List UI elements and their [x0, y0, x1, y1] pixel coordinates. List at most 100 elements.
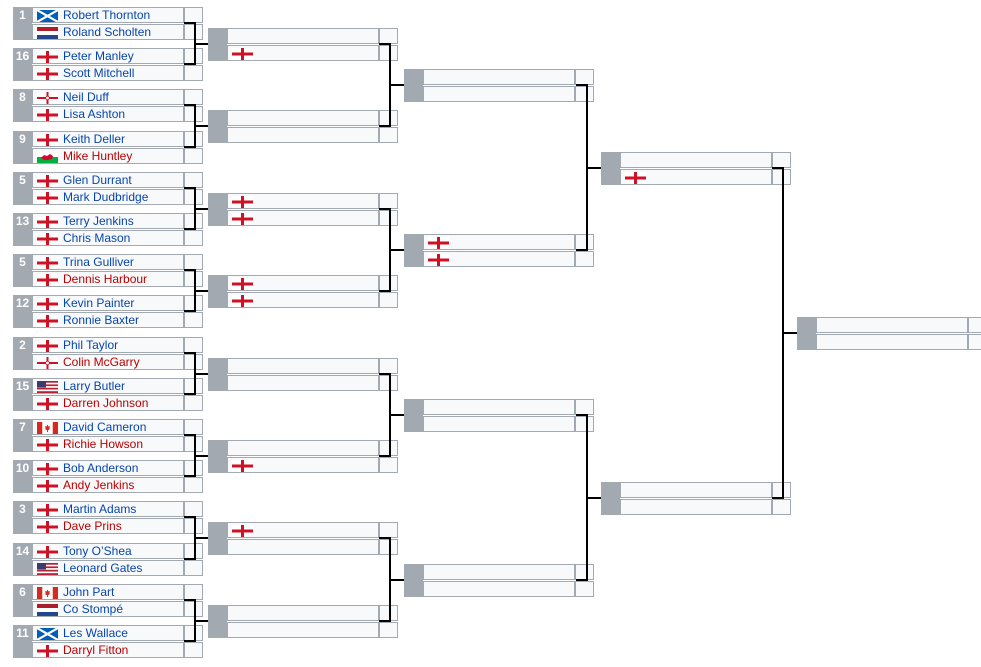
england-flag-icon — [232, 48, 253, 60]
player-name[interactable]: Terry Jenkins — [63, 214, 134, 228]
player-name[interactable]: Lisa Ashton — [63, 107, 126, 121]
player-slot[interactable]: Tony O’Shea — [32, 543, 184, 559]
player-name[interactable]: Andy Jenkins — [63, 478, 135, 492]
score-cell — [184, 560, 203, 576]
player-slot[interactable]: John Part — [32, 584, 184, 600]
player-name[interactable]: Phil Taylor — [63, 338, 119, 352]
player-slot[interactable]: Mark Dudbridge — [32, 189, 184, 205]
player-name[interactable]: Kevin Painter — [63, 296, 135, 310]
player-name[interactable]: Martin Adams — [63, 502, 137, 516]
player-name[interactable]: Trina Gulliver — [63, 255, 134, 269]
player-name[interactable]: Les Wallace — [63, 626, 128, 640]
player-name[interactable]: Bob Anderson — [63, 461, 139, 475]
player-name[interactable]: Richie Howson — [63, 437, 144, 451]
player-slot[interactable]: Neil Duff — [32, 89, 184, 105]
player-slot[interactable]: Colin McGarry — [32, 354, 184, 370]
england-flag-icon — [37, 480, 58, 492]
second-round-match-slot — [227, 440, 379, 456]
quarter-final-match-slot — [423, 581, 575, 597]
player-name[interactable]: Ronnie Baxter — [63, 313, 140, 327]
connector-line — [379, 373, 391, 375]
player-slot[interactable]: Kevin Painter — [32, 295, 184, 311]
score-cell — [184, 436, 203, 452]
player-name[interactable]: Neil Duff — [63, 90, 109, 104]
player-slot[interactable]: David Cameron — [32, 419, 184, 435]
connector-line — [184, 352, 196, 354]
player-slot[interactable]: Roland Scholten — [32, 24, 184, 40]
player-name[interactable]: Mike Huntley — [63, 149, 133, 163]
player-name[interactable]: Leonard Gates — [63, 561, 143, 575]
player-slot[interactable]: Peter Manley — [32, 48, 184, 64]
player-name[interactable]: Glen Durrant — [63, 173, 132, 187]
player-slot[interactable]: Chris Mason — [32, 230, 184, 246]
player-slot[interactable]: Leonard Gates — [32, 560, 184, 576]
player-name[interactable]: Colin McGarry — [63, 355, 140, 369]
player-name[interactable]: Co Stompé — [63, 602, 124, 616]
player-slot[interactable]: Ronnie Baxter — [32, 312, 184, 328]
player-slot[interactable]: Lisa Ashton — [32, 106, 184, 122]
player-slot[interactable]: Larry Butler — [32, 378, 184, 394]
player-slot[interactable]: Trina Gulliver — [32, 254, 184, 270]
player-name[interactable]: Scott Mitchell — [63, 66, 135, 80]
player-name[interactable]: Dave Prins — [63, 519, 122, 533]
score-cell — [184, 89, 203, 105]
connector-line — [379, 125, 391, 127]
player-name[interactable]: John Part — [63, 585, 115, 599]
seed-cell — [404, 564, 423, 597]
player-slot[interactable]: Dennis Harbour — [32, 271, 184, 287]
player-slot[interactable]: Les Wallace — [32, 625, 184, 641]
seed-cell — [208, 28, 227, 61]
player-slot[interactable]: Martin Adams — [32, 501, 184, 517]
player-slot[interactable]: Robert Thornton — [32, 7, 184, 23]
player-name[interactable]: Dennis Harbour — [63, 272, 148, 286]
score-cell — [184, 24, 203, 40]
player-slot[interactable]: Keith Deller — [32, 131, 184, 147]
seed-cell: 5 — [13, 254, 32, 287]
player-name[interactable]: Robert Thornton — [63, 8, 151, 22]
score-cell — [575, 86, 594, 102]
england-flag-icon — [37, 216, 58, 228]
player-slot[interactable]: Richie Howson — [32, 436, 184, 452]
player-name[interactable]: David Cameron — [63, 420, 147, 434]
northern-ireland-flag-icon — [37, 92, 58, 104]
second-round-match-slot — [227, 375, 379, 391]
player-name[interactable]: Darryl Fitton — [63, 643, 129, 657]
player-slot[interactable]: Co Stompé — [32, 601, 184, 617]
scotland-flag-icon — [37, 10, 58, 22]
player-name[interactable]: Peter Manley — [63, 49, 134, 63]
player-name[interactable]: Tony O’Shea — [63, 544, 132, 558]
seed-cell: 16 — [13, 48, 32, 81]
score-cell — [772, 152, 791, 168]
player-name[interactable]: Darren Johnson — [63, 396, 149, 410]
connector-line — [772, 167, 784, 169]
seed-cell: 2 — [13, 337, 32, 370]
connector-line — [184, 22, 196, 24]
score-cell — [575, 251, 594, 267]
final-match-slot — [816, 317, 968, 333]
seed-cell: 12 — [13, 295, 32, 328]
player-slot[interactable]: Darryl Fitton — [32, 642, 184, 658]
player-name[interactable]: Larry Butler — [63, 379, 126, 393]
connector-line — [389, 249, 404, 251]
player-slot[interactable]: Mike Huntley — [32, 148, 184, 164]
england-flag-icon — [232, 295, 253, 307]
score-cell — [379, 539, 398, 555]
connector-line — [184, 310, 196, 312]
player-slot[interactable]: Andy Jenkins — [32, 477, 184, 493]
england-flag-icon — [37, 645, 58, 657]
player-slot[interactable]: Bob Anderson — [32, 460, 184, 476]
player-slot[interactable]: Scott Mitchell — [32, 65, 184, 81]
score-cell — [184, 477, 203, 493]
score-cell — [575, 564, 594, 580]
player-name[interactable]: Roland Scholten — [63, 25, 152, 39]
player-slot[interactable]: Dave Prins — [32, 518, 184, 534]
player-slot[interactable]: Phil Taylor — [32, 337, 184, 353]
player-slot[interactable]: Glen Durrant — [32, 172, 184, 188]
player-slot[interactable]: Darren Johnson — [32, 395, 184, 411]
player-name[interactable]: Chris Mason — [63, 231, 131, 245]
player-slot[interactable]: Terry Jenkins — [32, 213, 184, 229]
england-flag-icon — [37, 521, 58, 533]
player-name[interactable]: Mark Dudbridge — [63, 190, 149, 204]
score-cell — [968, 317, 981, 333]
player-name[interactable]: Keith Deller — [63, 132, 126, 146]
